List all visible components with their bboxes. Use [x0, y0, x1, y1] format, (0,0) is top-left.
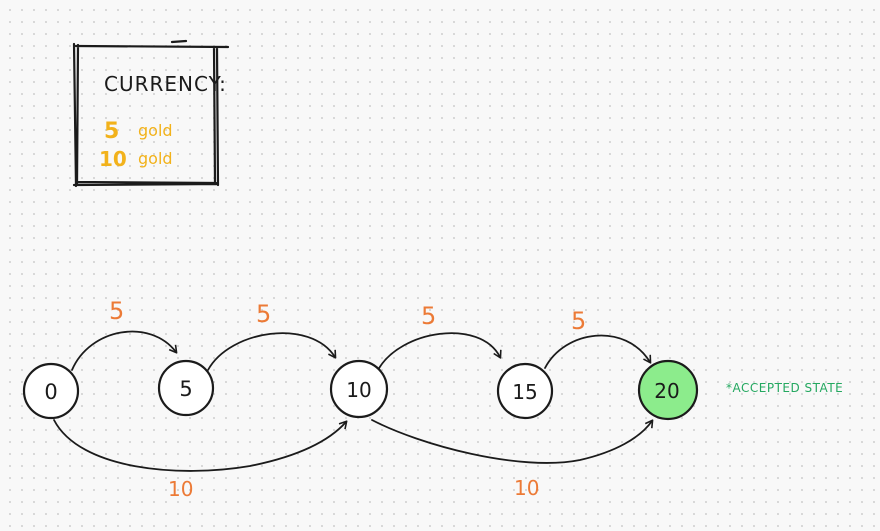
state-circle: [496, 362, 554, 420]
accepted-state-circle: [637, 359, 699, 421]
state-label: 20: [654, 379, 679, 403]
legend-item-value: 5: [104, 119, 119, 144]
state-label: 10: [346, 378, 371, 402]
transition-arrow: [53, 419, 348, 472]
legend-item-unit: gold: [138, 121, 173, 140]
state-circle: [157, 359, 215, 417]
transition-arrow: [377, 332, 502, 371]
accepted-state-node: 20: [637, 359, 699, 421]
transition-arrow: [207, 332, 337, 371]
legend-box-border: [72, 39, 230, 188]
state-label: 0: [44, 380, 57, 404]
state-label: 15: [512, 380, 537, 404]
legend-item-unit: gold: [138, 149, 173, 168]
state-node: 5: [157, 359, 215, 417]
transition-arrow: [371, 419, 654, 464]
transition-arrow: [71, 330, 178, 371]
state-node: 15: [496, 362, 554, 420]
transition-arrow: [544, 334, 652, 369]
transition-label: 5: [109, 297, 124, 325]
transition-label: 10: [514, 476, 539, 500]
legend-title: CURRENCY:: [104, 72, 227, 96]
transition-label: 5: [571, 307, 586, 335]
legend-item-value: 10: [99, 147, 127, 171]
state-circle: [329, 359, 389, 419]
transition-label: 10: [168, 477, 193, 501]
transition-labels: 5 5 5 5 10 10: [109, 297, 586, 501]
accepted-state-annotation: *ACCEPTED STATE: [726, 381, 843, 395]
state-node: 10: [329, 359, 389, 419]
transitions: [53, 330, 654, 472]
state-node: 0: [22, 362, 80, 420]
currency-legend: CURRENCY: 5 gold 10 gold: [72, 39, 230, 188]
state-circle: [22, 362, 80, 420]
state-label: 5: [179, 377, 192, 401]
transition-label: 5: [421, 302, 436, 330]
transition-label: 5: [256, 300, 271, 328]
